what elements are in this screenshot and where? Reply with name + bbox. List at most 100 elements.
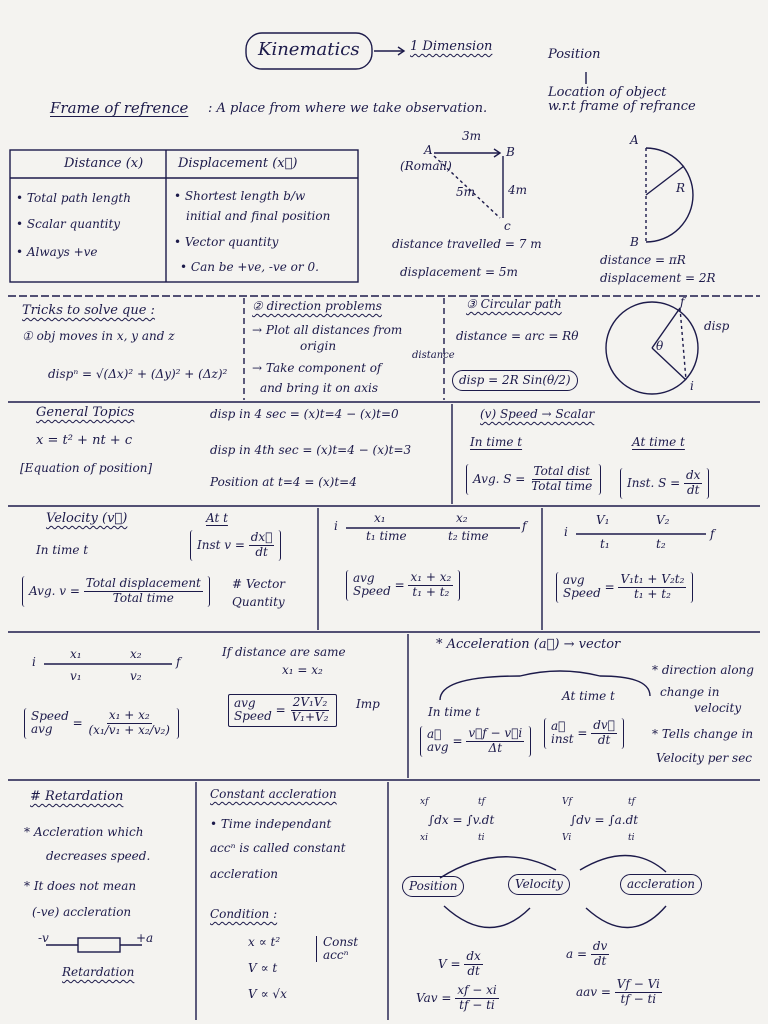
const-title: Constant accleration — [210, 787, 337, 801]
title-arrow-head — [397, 46, 406, 56]
avg-v-label: Avg. v = — [29, 583, 80, 598]
table-col1-item: • Total path length — [16, 191, 131, 205]
rel-a-num: dv — [590, 939, 610, 955]
avg-speed-time-num: V₁t₁ + V₂t₂ — [618, 572, 687, 588]
rel-arrow-3 — [443, 905, 531, 929]
acc-note-2: change in — [660, 685, 720, 699]
inst-acc-frac: dv⃗dt — [591, 718, 617, 748]
semicircle-arc — [645, 147, 694, 243]
vel-line2-f: f — [522, 519, 527, 533]
rel-acceleration: accleration — [620, 874, 703, 896]
acc-note-4: * Tells change in — [652, 727, 754, 741]
general-eq: x = t² + nt + c — [36, 433, 133, 448]
table-col1-header: Distance (x) — [64, 156, 144, 171]
title-arrow-text: 1 Dimension — [410, 39, 493, 54]
tricks-item2-b: origin — [300, 339, 337, 353]
retard-minus-v: -v — [38, 931, 49, 945]
semicircle-b: B — [630, 235, 639, 249]
table-frame — [9, 149, 359, 283]
rel-vav-num: xf − xi — [455, 983, 499, 999]
tricks-item1: ① obj moves in x, y and z — [22, 329, 175, 343]
circle-radius-i — [651, 347, 687, 381]
general-l3: Position at t=4 = (x)t=4 — [210, 475, 357, 489]
title: Kinematics — [258, 39, 360, 60]
vel-line3-f: f — [710, 527, 715, 541]
avg-acc-num: v⃗f − v⃗i — [466, 726, 525, 742]
table-col2-item: • Vector quantity — [174, 235, 279, 249]
avg-speed-dist-den: t₁ + t₂ — [412, 584, 450, 599]
position-desc-2: w.r.t frame of refrance — [548, 99, 696, 114]
avg-speed-same-dist: Speed avg = x₁ + x₂(x₁/v₁ + x₂/v₂) — [24, 708, 179, 739]
general-eq-label: [Equation of position] — [20, 461, 153, 475]
vel-line3-v1: V₁ — [596, 513, 610, 527]
row5-frac: x₁ + x₂(x₁/v₁ + x₂/v₂) — [86, 708, 172, 738]
tricks-item3-dist: distance = arc = Rθ — [456, 329, 579, 343]
inst-acc-num: dv⃗ — [591, 718, 617, 734]
rel-a-den: dt — [593, 953, 607, 968]
rel-a-label: a = — [566, 946, 588, 961]
rel-arrow-1 — [439, 856, 557, 879]
acc-note-5: Velocity per sec — [656, 751, 753, 765]
tricks-item2-c: → Take component of — [252, 361, 382, 375]
row5-speed-avg-label: Speed avg — [31, 709, 69, 737]
retard-plus-a: +a — [136, 931, 154, 945]
tricks-item3-title: ③ Circular path — [466, 297, 562, 311]
table-col1-item: • Always +ve — [16, 245, 98, 259]
vel-line3-t2: t₂ — [656, 537, 666, 551]
row5-den: (x₁/v₁ + x₂/v₂) — [88, 722, 170, 737]
frame-label: Frame of refrence — [50, 99, 189, 117]
vel-line2-x2: x₂ — [456, 511, 468, 525]
speed-title: (v) Speed → Scalar — [480, 407, 595, 421]
row5-v2: v₂ — [130, 669, 142, 683]
triangle-disp: displacement = 5m — [400, 265, 518, 279]
inst-v-den: dt — [255, 544, 268, 559]
row5-num: x₁ + x₂ — [106, 708, 152, 724]
triangle-b: B — [506, 145, 515, 159]
circle-theta: θ — [656, 339, 664, 353]
vector-quantity-1: # Vector — [232, 577, 286, 591]
row5-i: i — [32, 655, 36, 669]
table-col2-item: • Can be +ve, -ve or 0. — [180, 260, 319, 274]
rel-vav-den: tf − ti — [459, 997, 495, 1012]
semicircle-r: R — [676, 181, 686, 195]
general-l2: disp in 4th sec = (x)t=4 − (x)t=3 — [210, 443, 412, 457]
inst-v-frac: dx⃗dt — [248, 530, 275, 560]
inst-acc-formula: a⃗ inst = dv⃗dt — [544, 718, 624, 749]
retard-label: Retardation — [62, 965, 135, 979]
harmonic-speed-label: avg Speed — [234, 696, 272, 724]
velocity-title: Velocity (v⃗) — [46, 511, 128, 526]
avg-speed-time-label: avg Speed — [563, 573, 601, 601]
avg-speed-time-den: t₁ + t₂ — [633, 586, 671, 601]
avg-speed-num: Total dist — [531, 464, 592, 480]
avg-speed-label: Avg. S = — [473, 471, 526, 486]
acc-in-time: In time t — [428, 705, 481, 719]
rel-position: Position — [402, 876, 465, 898]
vel-line3-t1: t₁ — [600, 537, 610, 551]
inst-speed-num: dx — [684, 468, 703, 484]
table-col1-item: • Scalar quantity — [16, 217, 121, 231]
circle-radius-f — [651, 307, 681, 349]
semicircle-disp: displacement = 2R — [600, 271, 716, 285]
triangle-top-label: 3m — [462, 129, 482, 143]
tricks-item2-d: and bring it on axis — [260, 381, 379, 395]
harmonic-speed-num: 2V₁V₂ — [290, 695, 330, 711]
acc-at-time: At time t — [562, 689, 615, 703]
const-l3: accleration — [210, 867, 279, 881]
const-condition: Condition : — [210, 907, 278, 921]
inst-v-formula: Inst v = dx⃗dt — [190, 530, 282, 561]
vel-line3-v2: V₂ — [656, 513, 670, 527]
harmonic-speed-den: V₁+V₂ — [291, 709, 329, 724]
acc-title: * Acceleration (a⃗) → vector — [436, 637, 621, 652]
const-brace: Const accⁿ — [316, 935, 358, 963]
general-title: General Topics — [36, 405, 135, 420]
